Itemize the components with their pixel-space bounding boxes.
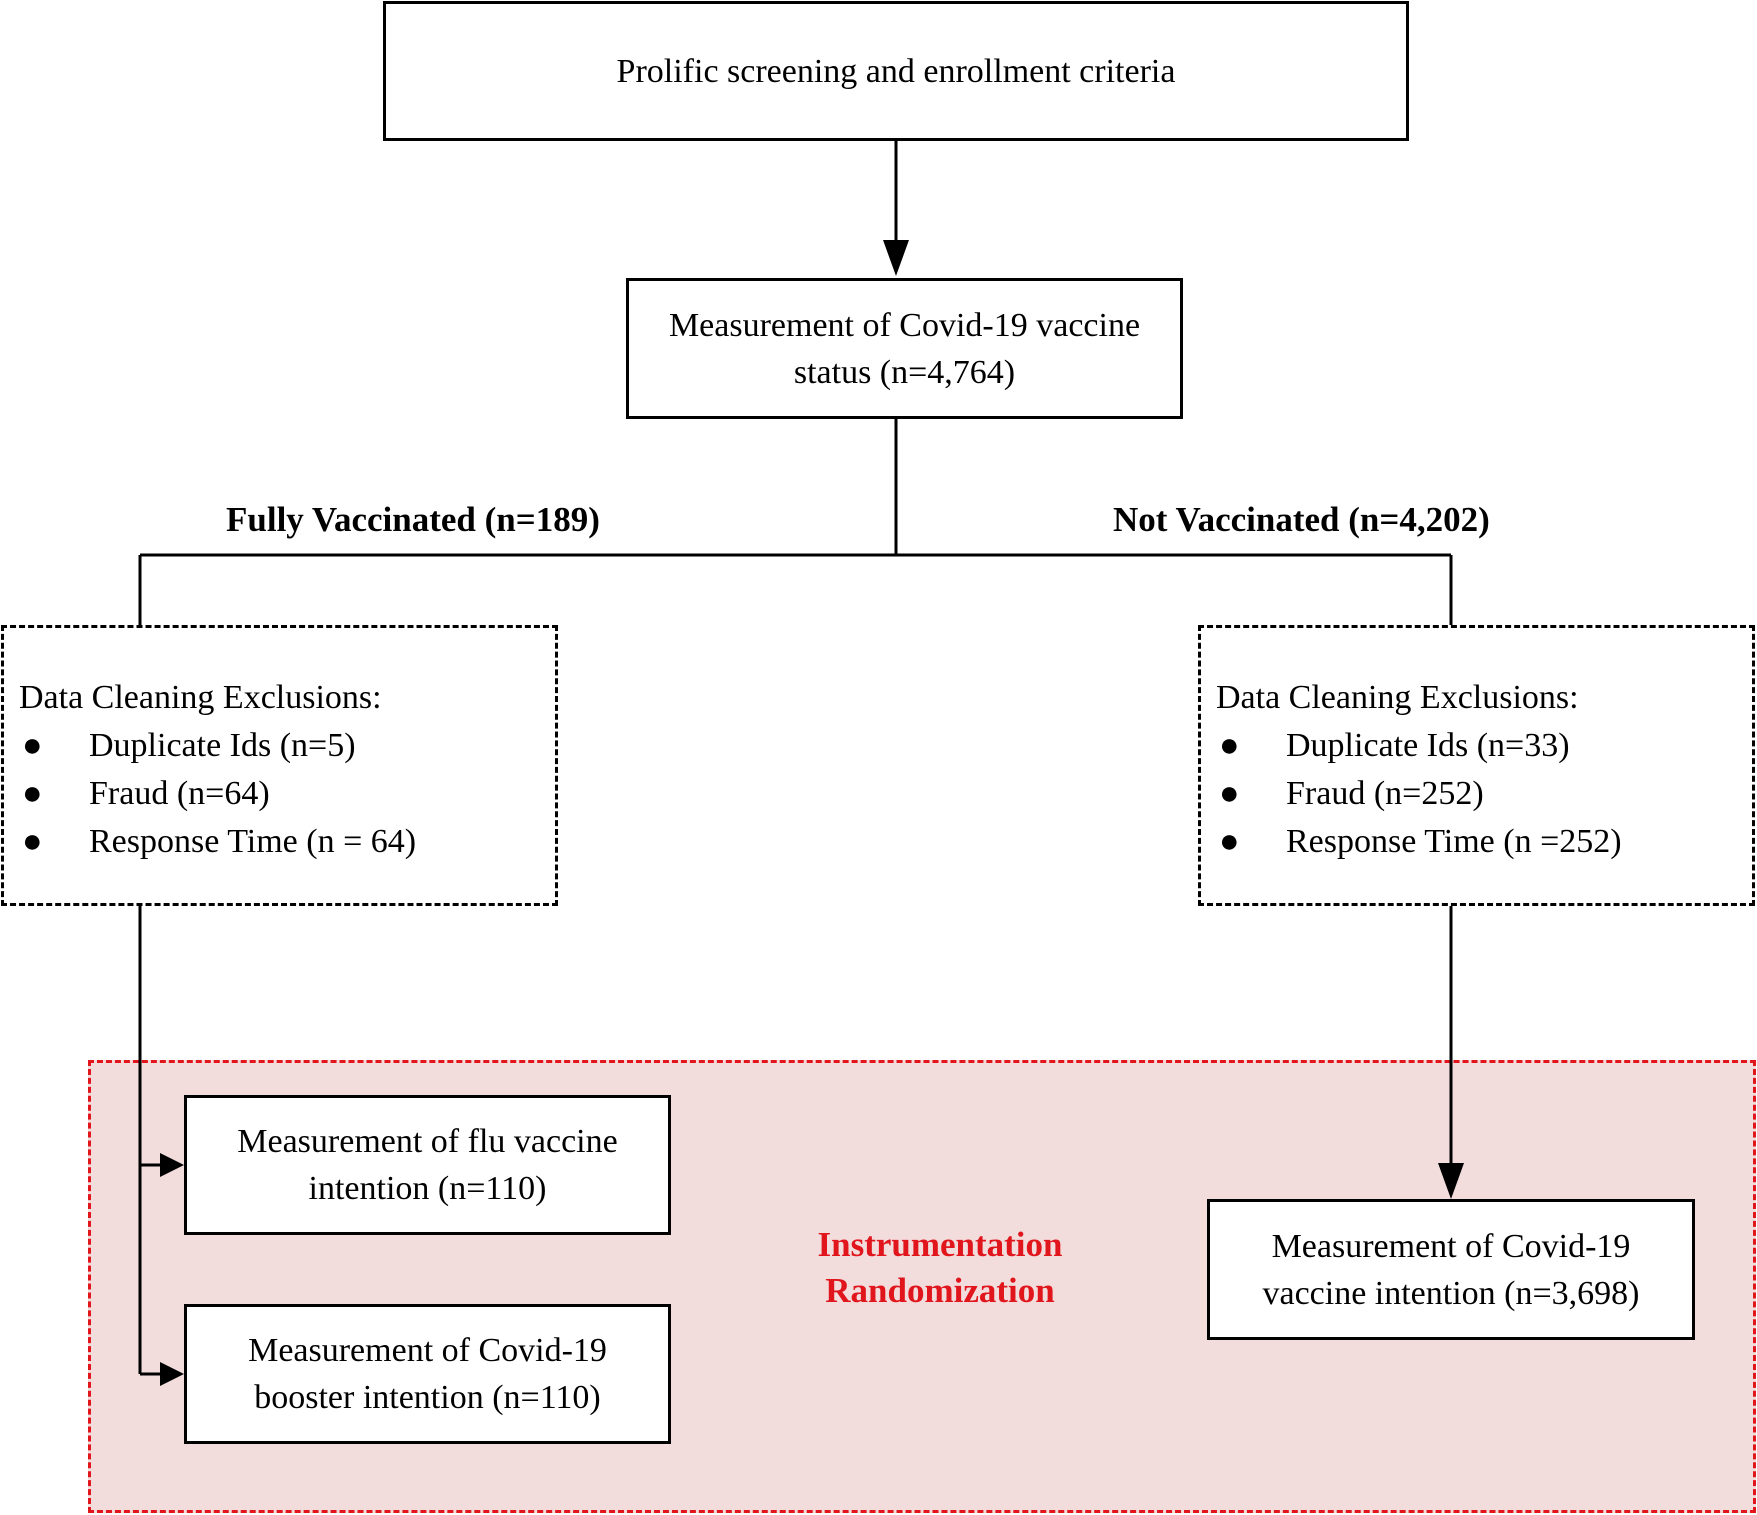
vaccine-status-line2: status (n=4,764) [793, 353, 1016, 391]
right-exclusion-item: ● Response Time (n =252) [1201, 818, 1752, 866]
left-exclusions-title: Data Cleaning Exclusions: [19, 679, 382, 716]
flu-intention-box: Measurement of flu vaccine intention (n=… [184, 1095, 671, 1235]
bullet-icon: ● [22, 823, 43, 860]
randomization-label-line2: Randomization [825, 1271, 1055, 1310]
covid-vaccine-intention-box: Measurement of Covid-19 vaccine intentio… [1207, 1199, 1695, 1340]
randomization-label-line1: Instrumentation [817, 1225, 1063, 1264]
instrumentation-randomization-label: Instrumentation Randomization [760, 1222, 1120, 1314]
screening-criteria-text: Prolific screening and enrollment criter… [616, 52, 1176, 90]
booster-intention-line2: booster intention (n=110) [254, 1379, 601, 1416]
screening-criteria-box: Prolific screening and enrollment criter… [383, 1, 1409, 141]
bullet-icon: ● [22, 727, 43, 764]
flu-intention-line2: intention (n=110) [308, 1170, 547, 1207]
arrowhead-to-intention-box [1438, 1163, 1464, 1199]
booster-intention-line1: Measurement of Covid-19 [248, 1332, 607, 1369]
left-exclusion-item: ● Fraud (n=64) [4, 770, 555, 818]
right-exclusions-box: Data Cleaning Exclusions: ● Duplicate Id… [1198, 625, 1755, 906]
left-exclusions-box: Data Cleaning Exclusions: ● Duplicate Id… [1, 625, 558, 906]
flu-intention-line1: Measurement of flu vaccine [237, 1123, 618, 1160]
bullet-icon: ● [1219, 823, 1240, 860]
right-exclusion-duplicate: Duplicate Ids (n=33) [1286, 727, 1570, 764]
bullet-icon: ● [1219, 727, 1240, 764]
not-vaccinated-label: Not Vaccinated (n=4,202) [1113, 500, 1490, 539]
right-exclusion-item: ● Fraud (n=252) [1201, 770, 1752, 818]
left-exclusion-duplicate: Duplicate Ids (n=5) [89, 727, 356, 764]
vaccine-status-line1: Measurement of Covid-19 vaccine [668, 306, 1141, 344]
left-exclusion-item: ● Response Time (n = 64) [4, 818, 555, 866]
fully-vaccinated-label: Fully Vaccinated (n=189) [226, 500, 600, 539]
arrowhead-top-to-status [883, 240, 909, 276]
vaccine-status-box: Measurement of Covid-19 vaccine status (… [626, 278, 1183, 419]
left-exclusion-item: ● Duplicate Ids (n=5) [4, 722, 555, 770]
left-exclusion-fraud: Fraud (n=64) [89, 775, 270, 812]
booster-intention-box: Measurement of Covid-19 booster intentio… [184, 1304, 671, 1444]
right-exclusion-fraud: Fraud (n=252) [1286, 775, 1484, 812]
bullet-icon: ● [22, 775, 43, 812]
arrowhead-to-flu-box [160, 1153, 184, 1177]
right-exclusion-response-time: Response Time (n =252) [1286, 823, 1622, 860]
left-exclusion-response-time: Response Time (n = 64) [89, 823, 417, 860]
arrowhead-to-booster-box [160, 1362, 184, 1386]
right-exclusions-title: Data Cleaning Exclusions: [1216, 679, 1579, 716]
right-exclusion-item: ● Duplicate Ids (n=33) [1201, 722, 1752, 770]
bullet-icon: ● [1219, 775, 1240, 812]
covid-intention-line1: Measurement of Covid-19 [1271, 1227, 1631, 1265]
covid-intention-line2: vaccine intention (n=3,698) [1262, 1274, 1640, 1312]
